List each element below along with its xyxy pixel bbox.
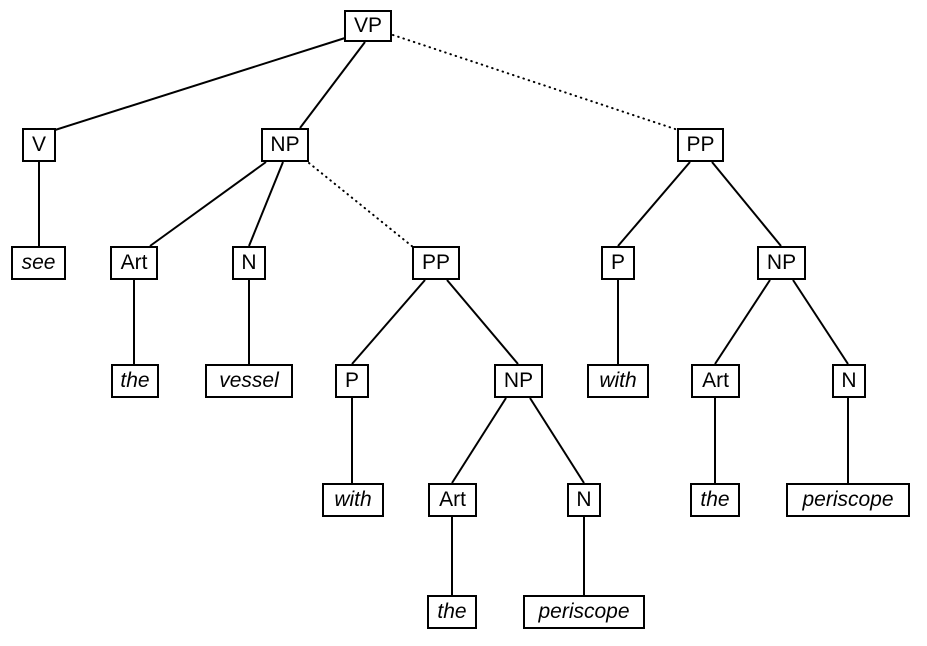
- tree-edge: [446, 279, 519, 365]
- tree-leaf-node-the_r: the: [690, 483, 740, 517]
- node-label: N: [241, 250, 257, 274]
- node-label: the: [437, 599, 467, 623]
- tree-category-node-n_right: N: [832, 364, 866, 398]
- tree-leaf-node-with_r: with: [587, 364, 649, 398]
- node-label: N: [841, 368, 857, 392]
- tree-category-node-vp: VP: [344, 10, 392, 42]
- tree-category-node-np1: NP: [261, 128, 309, 162]
- tree-edge: [451, 397, 507, 484]
- tree-edge: [714, 279, 771, 365]
- node-label: the: [120, 368, 150, 392]
- tree-category-node-np_right: NP: [757, 246, 806, 280]
- tree-category-node-art1: Art: [110, 246, 158, 280]
- node-label: with: [334, 487, 372, 511]
- tree-leaf-node-vessel: vessel: [205, 364, 293, 398]
- tree-leaf-node-with_m: with: [322, 483, 384, 517]
- node-label: N: [576, 487, 592, 511]
- node-label: PP: [686, 132, 715, 156]
- tree-category-node-np_mid: NP: [494, 364, 543, 398]
- tree-edge: [299, 41, 366, 129]
- tree-edge-dotted: [308, 162, 414, 248]
- tree-category-node-art_mid: Art: [428, 483, 477, 517]
- tree-category-node-pp_mid: PP: [412, 246, 460, 280]
- node-label: vessel: [219, 368, 279, 392]
- node-label: PP: [421, 250, 450, 274]
- tree-leaf-node-the1: the: [111, 364, 159, 398]
- node-label: the: [700, 487, 730, 511]
- tree-leaf-node-peri_r: periscope: [786, 483, 910, 517]
- node-label: VP: [353, 13, 382, 37]
- node-label: with: [599, 368, 637, 392]
- tree-edge: [529, 397, 585, 484]
- tree-edge: [54, 37, 346, 131]
- tree-edge: [711, 161, 782, 247]
- tree-leaf-node-peri_m: periscope: [523, 595, 645, 629]
- tree-category-node-art_right: Art: [691, 364, 740, 398]
- tree-edge: [792, 279, 849, 365]
- tree-category-node-p_right: P: [601, 246, 635, 280]
- node-label: P: [610, 250, 625, 274]
- tree-edge: [248, 161, 284, 247]
- tree-category-node-n_mid: N: [567, 483, 601, 517]
- node-label: periscope: [802, 487, 894, 511]
- node-label: periscope: [538, 599, 630, 623]
- tree-edge-dotted: [392, 34, 679, 131]
- node-label: NP: [503, 368, 534, 392]
- tree-edge: [351, 279, 426, 365]
- tree-leaf-node-the_m: the: [427, 595, 477, 629]
- tree-edge: [617, 161, 691, 247]
- node-label: NP: [270, 132, 300, 156]
- node-label: Art: [439, 487, 466, 511]
- node-label: see: [21, 250, 56, 274]
- node-label: P: [344, 368, 359, 392]
- node-label: V: [31, 132, 46, 156]
- node-label: Art: [702, 368, 729, 392]
- node-label: Art: [120, 250, 148, 274]
- tree-edge: [149, 161, 267, 247]
- tree-category-node-n1: N: [232, 246, 266, 280]
- tree-category-node-p_mid: P: [335, 364, 369, 398]
- tree-category-node-v: V: [22, 128, 56, 162]
- tree-category-node-pp_right: PP: [677, 128, 724, 162]
- tree-leaf-node-see: see: [11, 246, 66, 280]
- node-label: NP: [766, 250, 797, 274]
